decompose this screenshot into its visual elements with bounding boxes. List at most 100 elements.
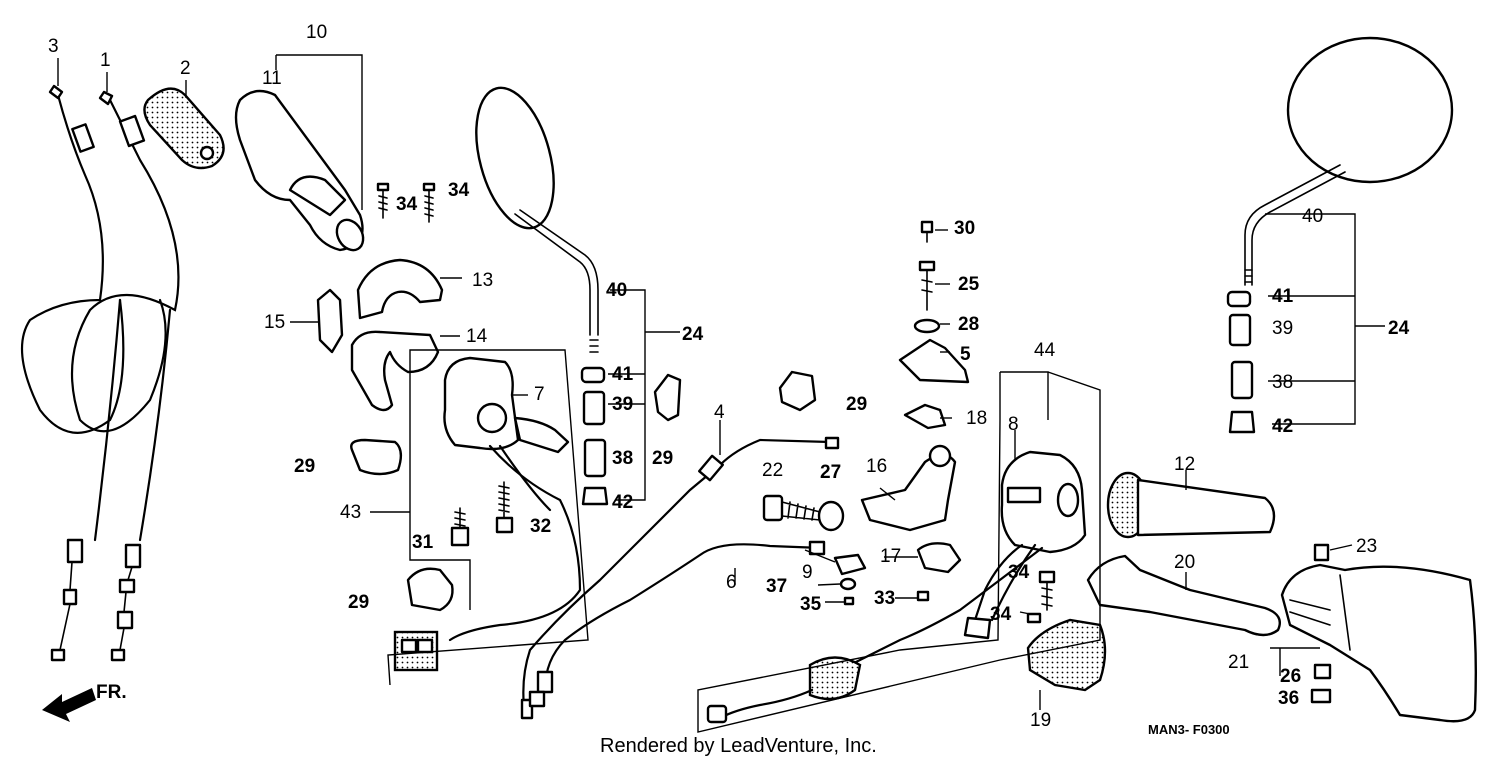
callout-8: 8 bbox=[1008, 414, 1019, 435]
callout-37: 37 bbox=[766, 576, 787, 597]
screw-30 bbox=[920, 220, 934, 234]
bolt-22 bbox=[762, 494, 821, 522]
callout-11: 11 bbox=[262, 68, 282, 89]
bolt-25 bbox=[918, 260, 936, 272]
callout-9: 9 bbox=[802, 562, 813, 583]
callout-38b: 38 bbox=[1272, 372, 1293, 393]
callout-7: 7 bbox=[534, 384, 545, 405]
holder-clamp-17 bbox=[916, 542, 962, 574]
callout-39b: 39 bbox=[1272, 318, 1293, 339]
callout-20: 20 bbox=[1174, 552, 1195, 573]
screw-34-left bbox=[376, 182, 390, 219]
callout-41b: 41 bbox=[1272, 286, 1294, 307]
callout-24b: 24 bbox=[1388, 318, 1410, 339]
credit-text: Rendered by LeadVenture, Inc. bbox=[600, 735, 877, 757]
callout-29c: 29 bbox=[652, 448, 673, 469]
callout-5: 5 bbox=[960, 344, 971, 365]
callout-27: 27 bbox=[820, 462, 841, 483]
bolt-32 bbox=[495, 481, 514, 534]
callout-40b: 40 bbox=[1302, 206, 1323, 227]
diagram-code: MAN3- F0300 bbox=[1148, 722, 1230, 737]
callout-38a: 38 bbox=[612, 448, 633, 469]
right-handlebar-switch bbox=[706, 450, 1087, 724]
callout-3: 3 bbox=[48, 36, 59, 57]
adapter-38-left bbox=[583, 438, 607, 478]
clamp-29-mid bbox=[653, 373, 682, 422]
adapter-38-right bbox=[1230, 360, 1254, 400]
nut-42-left bbox=[581, 486, 609, 506]
callout-25: 25 bbox=[958, 274, 980, 295]
callout-15: 15 bbox=[264, 312, 285, 333]
callout-39a: 39 bbox=[612, 394, 633, 415]
collar-26 bbox=[1313, 663, 1332, 680]
callout-33: 33 bbox=[874, 588, 895, 609]
cable-guide-15 bbox=[316, 288, 344, 354]
clutch-cable bbox=[520, 436, 840, 720]
right-mirror bbox=[1244, 36, 1454, 286]
callout-42b: 42 bbox=[1272, 416, 1293, 437]
clutch-lever bbox=[1086, 554, 1282, 637]
hand-guard bbox=[1280, 563, 1478, 723]
callout-24a: 24 bbox=[682, 324, 704, 345]
left-mirror bbox=[475, 86, 599, 353]
callout-14: 14 bbox=[466, 326, 488, 347]
callout-29a: 29 bbox=[294, 456, 315, 477]
bolt-23 bbox=[1313, 543, 1330, 562]
nut-41-left bbox=[580, 366, 606, 384]
cover-5 bbox=[898, 338, 970, 384]
callout-34a: 34 bbox=[396, 194, 418, 215]
right-grip bbox=[1106, 471, 1276, 539]
callout-2: 2 bbox=[180, 58, 191, 79]
callout-29b: 29 bbox=[348, 592, 369, 613]
throttle-cable-pull bbox=[20, 84, 125, 662]
callout-17: 17 bbox=[880, 546, 901, 567]
callout-4: 4 bbox=[714, 402, 725, 423]
callout-32: 32 bbox=[530, 516, 551, 537]
callout-10: 10 bbox=[306, 22, 327, 43]
callout-40a: 40 bbox=[606, 280, 627, 301]
callout-30: 30 bbox=[954, 218, 975, 239]
washer-37 bbox=[839, 577, 857, 591]
callout-34c: 34 bbox=[1008, 562, 1030, 583]
callout-12: 12 bbox=[1174, 454, 1195, 475]
cable-6 bbox=[528, 540, 826, 708]
front-direction-arrow bbox=[42, 688, 96, 722]
callout-34d: 34 bbox=[990, 604, 1012, 625]
direction-label: FR. bbox=[96, 682, 127, 703]
callout-42a: 42 bbox=[612, 492, 633, 513]
callout-6: 6 bbox=[726, 572, 737, 593]
callout-13: 13 bbox=[472, 270, 493, 291]
nut-36 bbox=[1310, 688, 1332, 704]
throttle-cable-return bbox=[70, 90, 180, 662]
bolt-31 bbox=[450, 507, 470, 547]
throttle-grip bbox=[234, 89, 365, 252]
callout-29d: 29 bbox=[846, 394, 867, 415]
callout-34b: 34 bbox=[448, 180, 470, 201]
bracket-9 bbox=[833, 553, 867, 576]
callout-16: 16 bbox=[866, 456, 887, 477]
clamp-29-lower bbox=[406, 567, 454, 612]
nut-42-right bbox=[1228, 410, 1256, 434]
callout-41a: 41 bbox=[612, 364, 634, 385]
callout-21: 21 bbox=[1228, 652, 1249, 673]
callout-19: 19 bbox=[1030, 710, 1051, 731]
callout-22: 22 bbox=[762, 460, 783, 481]
screw-34-right bbox=[422, 182, 436, 223]
callout-18: 18 bbox=[966, 408, 987, 429]
throttle-housing-upper bbox=[356, 258, 444, 320]
left-handlebar-switch bbox=[393, 356, 582, 672]
callout-44: 44 bbox=[1034, 340, 1056, 361]
callout-31: 31 bbox=[412, 532, 434, 553]
nut-41-right bbox=[1226, 290, 1252, 308]
washer-28 bbox=[913, 318, 941, 334]
adapter-39-left bbox=[582, 390, 606, 426]
callout-23: 23 bbox=[1356, 536, 1377, 557]
callout-36: 36 bbox=[1278, 688, 1299, 709]
bolt-34d bbox=[1026, 612, 1042, 624]
leader-lines bbox=[57, 54, 1385, 733]
throttle-housing-lower bbox=[350, 330, 440, 412]
callout-35: 35 bbox=[800, 594, 822, 615]
